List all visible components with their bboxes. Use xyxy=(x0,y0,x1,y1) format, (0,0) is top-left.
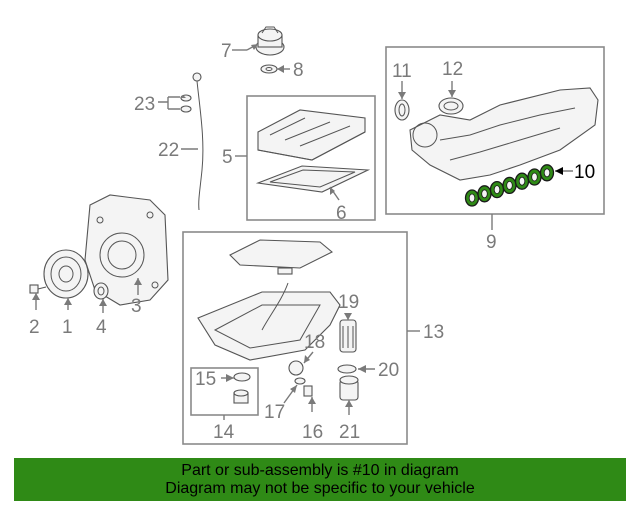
sensor-14-drawing xyxy=(233,389,249,404)
intake-gasket-seal-hole xyxy=(543,168,551,178)
group-box-5 xyxy=(246,95,376,221)
intake-gasket-seal-hole xyxy=(468,193,476,203)
pan-washer-17-drawing xyxy=(294,377,306,385)
oil-filter-drawing xyxy=(339,319,357,353)
callout-3: 3 xyxy=(131,296,142,317)
footer-line-2: Diagram may not be specific to your vehi… xyxy=(165,480,475,497)
callout-15: 15 xyxy=(195,369,216,390)
valve-cover-gasket-drawing xyxy=(255,165,371,193)
group-box-9 xyxy=(385,46,605,215)
callout-13: 13 xyxy=(423,322,444,343)
manifold-seal-11-drawing xyxy=(394,99,410,121)
callout-20: 20 xyxy=(378,360,399,381)
dipstick-drawing xyxy=(192,72,204,211)
footer-line-1: Part or sub-assembly is #10 in diagram xyxy=(181,462,459,479)
callout-21: 21 xyxy=(339,422,360,443)
callout-10: 10 xyxy=(574,162,595,183)
callout-1: 1 xyxy=(62,317,73,338)
intake-gasket-seal-hole xyxy=(506,180,513,190)
callout-18: 18 xyxy=(304,332,325,353)
intake-gasket-seal-hole xyxy=(531,172,538,182)
callout-23: 23 xyxy=(134,94,155,115)
balancer-bolt-drawing xyxy=(29,284,47,294)
intake-gasket-seal-hole xyxy=(481,189,488,199)
timing-cover-drawing xyxy=(84,194,169,306)
valve-cover-drawing xyxy=(257,109,366,161)
callout-12: 12 xyxy=(442,59,463,80)
oil-cap-seal-drawing xyxy=(260,64,278,74)
parts-diagram: 1 2 3 4 5 6 7 8 9 10 11 12 13 14 15 16 1… xyxy=(29,26,605,445)
intake-gasket-10-drawing xyxy=(464,164,555,207)
callout-7: 7 xyxy=(221,41,232,62)
pan-plug-18-drawing xyxy=(288,360,304,376)
plug-15-drawing xyxy=(233,372,251,382)
callout-9: 9 xyxy=(486,232,497,253)
front-seal-drawing xyxy=(93,282,109,300)
group-box-13 xyxy=(182,231,408,445)
oil-pan-baffle-drawing xyxy=(229,239,333,269)
callout-6: 6 xyxy=(336,203,347,224)
oil-filler-cap-drawing xyxy=(255,26,285,56)
pan-plug-16-drawing xyxy=(303,385,313,397)
intake-gasket-seal-hole xyxy=(493,185,501,195)
callout-5: 5 xyxy=(222,147,233,168)
filter-seal-drawing xyxy=(337,364,357,374)
arrowheads xyxy=(32,44,563,407)
pickup-tube-drawing xyxy=(261,282,289,331)
callout-22: 22 xyxy=(158,140,179,161)
callout-16: 16 xyxy=(302,422,323,443)
callout-17: 17 xyxy=(264,402,285,423)
intake-manifold-drawing xyxy=(409,87,599,181)
callout-8: 8 xyxy=(293,60,304,81)
harmonic-balancer-drawing xyxy=(43,249,89,299)
intake-gasket-seal-hole xyxy=(518,176,526,186)
callout-4: 4 xyxy=(96,317,107,338)
callout-2: 2 xyxy=(29,317,40,338)
callout-19: 19 xyxy=(338,292,359,313)
manifold-seal-12-drawing xyxy=(438,97,464,115)
callout-14: 14 xyxy=(213,422,235,443)
footer-banner: Part or sub-assembly is #10 in diagram D… xyxy=(14,458,626,501)
filter-housing-drawing xyxy=(339,375,359,401)
callout-11: 11 xyxy=(392,61,412,82)
